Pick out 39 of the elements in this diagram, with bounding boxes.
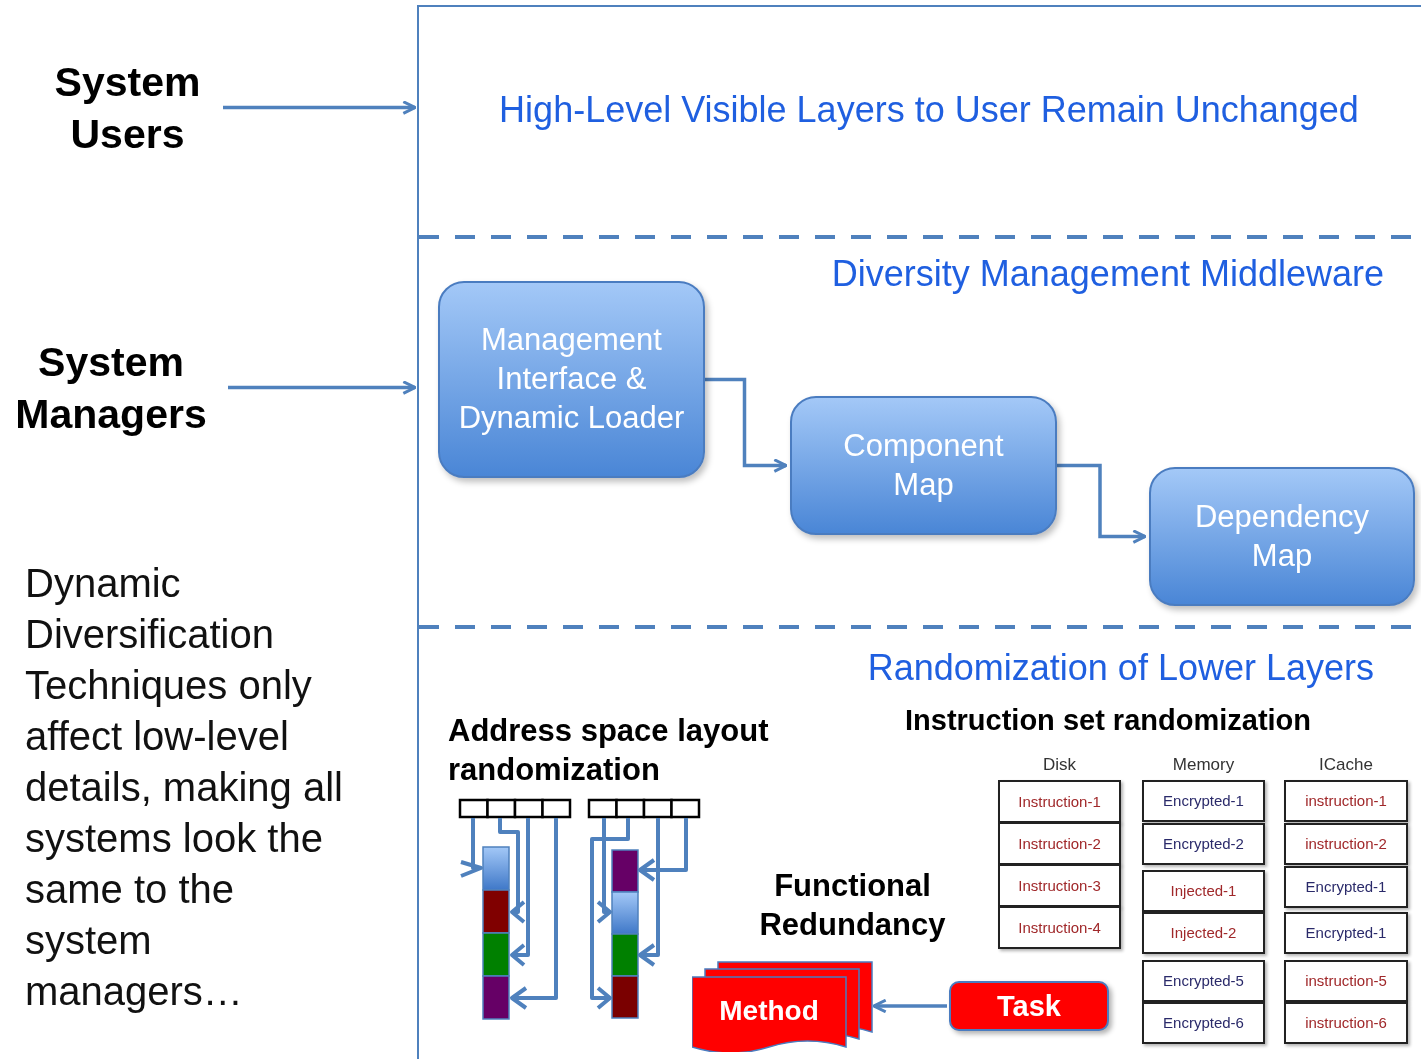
table-cell: Instruction-4 [998, 906, 1121, 949]
arrow [872, 998, 947, 1014]
process-box: Dependency Map [1149, 467, 1415, 606]
node-label: Method [718, 995, 820, 1027]
table-cell: Instruction-3 [998, 864, 1121, 907]
column-header: Disk [1041, 755, 1078, 775]
table-cell: instruction-5 [1284, 960, 1408, 1002]
description-text: Dynamic Diversification Techniques only affect low-level details, making all systems look the same to the system managers… [25, 560, 344, 1015]
layer-band [417, 5, 1421, 237]
table-cell: Instruction-1 [998, 780, 1121, 823]
arrow [703, 377, 788, 473]
task-box: Task [949, 981, 1109, 1031]
column-header: ICache [1318, 755, 1374, 775]
table-cell: Injected-1 [1142, 870, 1265, 912]
table-cell: instruction-2 [1284, 823, 1408, 865]
layer-title: Diversity Management Middleware [830, 253, 1384, 295]
process-box: Management Interface & Dynamic Loader [438, 281, 705, 478]
section-heading: Functional Redundancy [758, 867, 947, 944]
section-heading: Instruction set randomization [905, 704, 1313, 737]
table-cell: Injected-2 [1142, 912, 1265, 954]
layer-title: Randomization of Lower Layers [866, 647, 1374, 689]
table-cell: Encrypted-5 [1142, 960, 1265, 1002]
table-cell: instruction-1 [1284, 780, 1408, 822]
arrow [1055, 463, 1147, 544]
layer-title: High-Level Visible Layers to User Remain Unchanged [498, 89, 1360, 131]
table-cell: Encrypted-2 [1142, 823, 1265, 865]
table-cell: Encrypted-6 [1142, 1002, 1265, 1044]
section-heading: Address space layout randomization [448, 712, 770, 789]
table-cell: Encrypted-1 [1284, 912, 1408, 954]
process-box: Component Map [790, 396, 1057, 535]
arrow [228, 380, 417, 395]
table-cell: Instruction-2 [998, 822, 1121, 865]
table-cell: Encrypted-1 [1284, 866, 1408, 908]
actor-label: System Users [40, 55, 215, 160]
column-header: Memory [1171, 755, 1236, 775]
actor-label: System Managers [2, 335, 220, 440]
table-cell: Encrypted-1 [1142, 780, 1265, 822]
table-cell: instruction-6 [1284, 1002, 1408, 1044]
arrow [223, 100, 417, 115]
